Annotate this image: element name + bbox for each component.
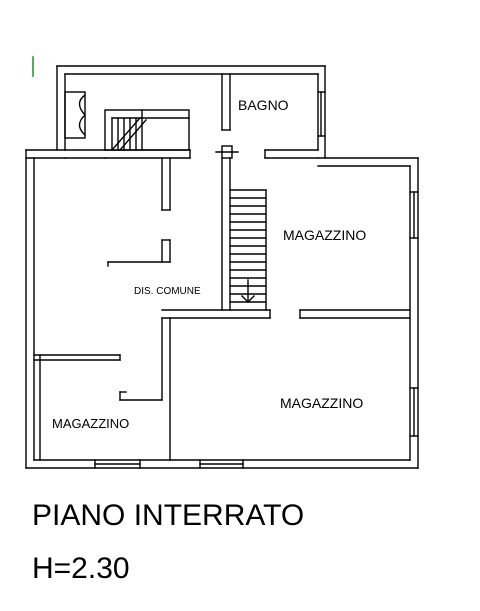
internal-walls xyxy=(33,73,411,461)
window-bathroom xyxy=(317,91,326,137)
main-staircase xyxy=(229,189,267,303)
room-label-bathroom: BAGNO xyxy=(238,97,289,113)
floor-title: PIANO INTERRATO xyxy=(32,499,305,532)
door-upper-left xyxy=(64,91,86,139)
floor-plan: BAGNO MAGAZZINO DIS. COMUNE MAGAZZINO MA… xyxy=(25,56,419,469)
room-label-storage-lower-left: MAGAZZINO xyxy=(52,416,129,431)
outer-walls xyxy=(25,65,419,469)
room-label-storage-lower-right: MAGAZZINO xyxy=(280,395,363,411)
room-label-storage-right: MAGAZZINO xyxy=(283,227,366,243)
floor-height: H=2.30 xyxy=(32,552,130,585)
window-right-lower xyxy=(409,387,419,437)
window-bottom-center xyxy=(199,459,244,469)
room-label-common-corridor: DIS. COMUNE xyxy=(134,286,201,297)
window-right-upper xyxy=(409,191,419,239)
upper-staircase xyxy=(104,109,190,151)
window-bottom-left xyxy=(94,459,141,469)
